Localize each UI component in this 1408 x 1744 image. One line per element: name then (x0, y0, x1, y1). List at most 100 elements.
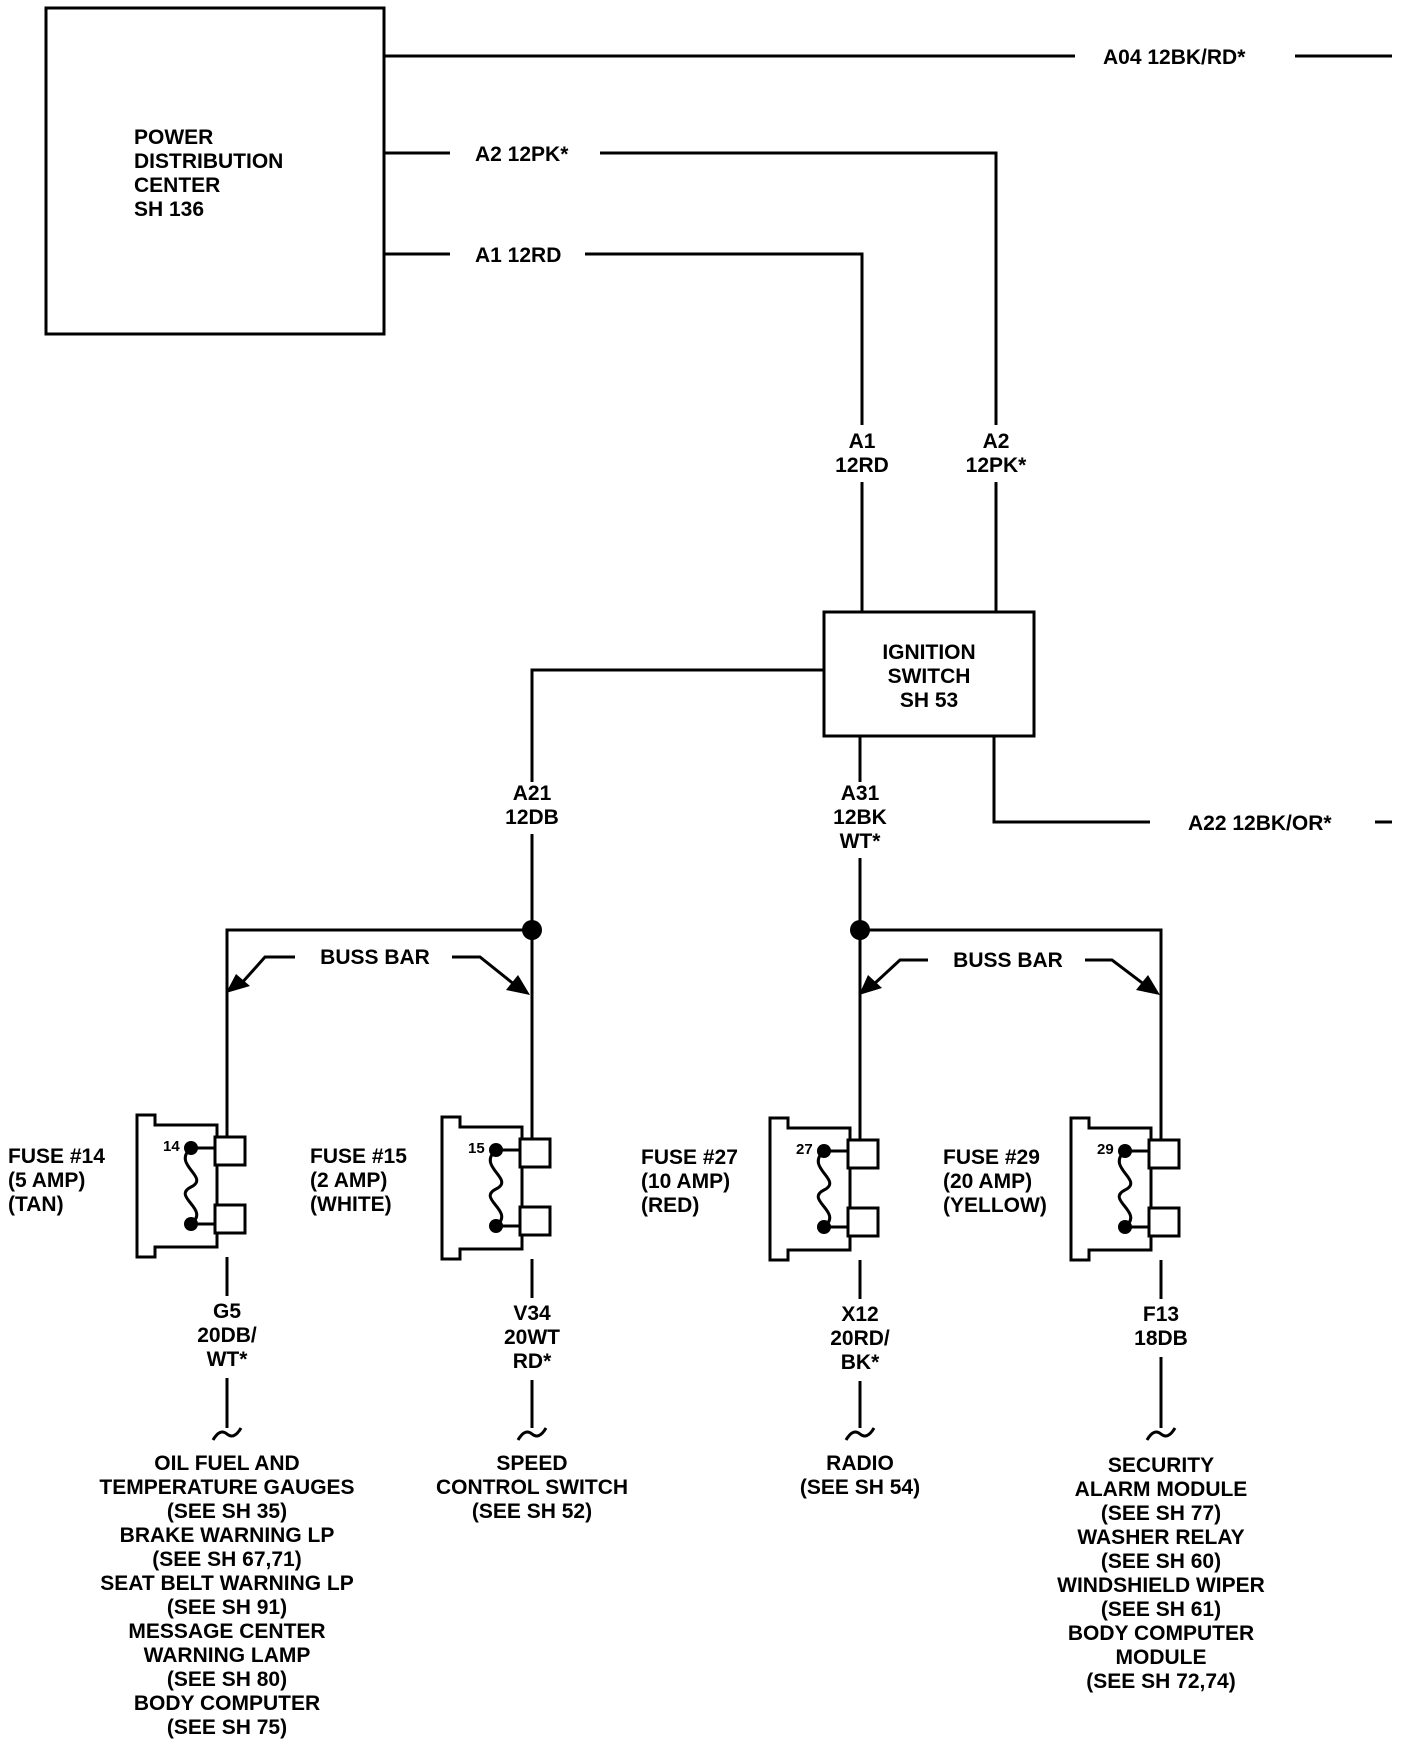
fuse-14-label-line-1: FUSE #14 (8, 1145, 105, 1168)
fuse-29-destination-line-8: BODY COMPUTER (1068, 1622, 1254, 1645)
fuse-15-destination-line-2: CONTROL SWITCH (436, 1476, 628, 1499)
fuse-14-output-wire-label-2: 20DB/ (197, 1324, 257, 1347)
fuse-27-element (816, 1149, 832, 1229)
buss-bar-right-arrow-a-head (859, 975, 882, 995)
fuse-14-destination-line-5: (SEE SH 67,71) (152, 1548, 301, 1571)
wire-a1-run (585, 252, 864, 425)
wire-a2-run (600, 151, 998, 425)
fuse-14-destination-line-11: BODY COMPUTER (134, 1692, 320, 1715)
fuse-15-body (440, 1115, 524, 1261)
fuse-29-number: 29 (1097, 1141, 1114, 1158)
fuse-27-terminal-bottom (846, 1206, 880, 1238)
fuse-29-destination-line-10: (SEE SH 72,74) (1086, 1670, 1235, 1693)
fuse-14-destination-line-1: OIL FUEL AND (154, 1452, 299, 1475)
fuse-15-output-wire-label-2: 20WT (504, 1326, 560, 1349)
pdc-label-line-2: DISTRIBUTION (134, 150, 283, 173)
wire-a2-v-label-1: A2 (983, 430, 1010, 453)
fuse-29-terminal-bottom (1147, 1206, 1181, 1238)
fuse-14-destination-line-7: (SEE SH 91) (167, 1596, 287, 1619)
buss-bar-right (860, 928, 1163, 1160)
power-distribution-center-box (44, 6, 386, 336)
fuse-27-output-wire-label-3: BK* (841, 1351, 880, 1374)
fuse-15-terminal-top (518, 1137, 552, 1169)
fuse-14-label-line-2: (5 AMP) (8, 1169, 85, 1192)
pdc-label-line-3: CENTER (134, 174, 220, 197)
fuse-15-label-line-2: (2 AMP) (310, 1169, 387, 1192)
fuse-29-wire-break-symbol (1145, 1427, 1177, 1441)
fuse-14-destination-line-4: BRAKE WARNING LP (120, 1524, 335, 1547)
fuse-14-element (183, 1146, 199, 1226)
ignition-switch-box (822, 610, 1036, 738)
fuse-15-terminal-bottom (518, 1205, 552, 1237)
fuse-29-destination-line-4: WASHER RELAY (1077, 1526, 1244, 1549)
fuse-14-label-line-3: (TAN) (8, 1193, 64, 1216)
fuse-14-terminal-bottom (213, 1203, 247, 1235)
buss-bar-right-label: BUSS BAR (953, 949, 1063, 972)
buss-bar-left (225, 928, 532, 1160)
fuse-29-destination-line-1: SECURITY (1108, 1454, 1214, 1477)
fuse-15-destination-line-1: SPEED (496, 1452, 567, 1475)
fuse-15-output-wire-label-1: V34 (513, 1302, 551, 1325)
fuse-14-destination-line-6: SEAT BELT WARNING LP (100, 1572, 354, 1595)
wire-a22 (992, 736, 1150, 824)
fuse-27-destination-line-2: (SEE SH 54) (800, 1476, 920, 1499)
wire-a21-label-2: 12DB (505, 806, 559, 829)
fuse-29-output-wire-label-1: F13 (1143, 1303, 1179, 1326)
fuse-27-label-line-3: (RED) (641, 1194, 699, 1217)
fuse-29-element (1117, 1149, 1133, 1229)
junction-dot-right (850, 920, 870, 940)
fuse-14-destination-line-12: (SEE SH 75) (167, 1716, 287, 1739)
buss-bar-left-arrow-b-line (452, 955, 516, 987)
fuse-27-number: 27 (796, 1141, 813, 1158)
buss-bar-left-arrow-b-head (506, 975, 530, 995)
wire-a1-v-label-1: A1 (849, 430, 876, 453)
fuse-27-output-wire-label-2: 20RD/ (830, 1327, 890, 1350)
buss-bar-left-arrow-a-line (238, 955, 295, 986)
fuse-14-output-wire-label-3: WT* (207, 1348, 249, 1371)
fuse-29-label-line-3: (YELLOW) (943, 1194, 1047, 1217)
fuse-29-label-line-2: (20 AMP) (943, 1170, 1032, 1193)
fuse-14-destination-line-9: WARNING LAMP (144, 1644, 311, 1667)
fuse-15-element (488, 1148, 504, 1228)
wire-a2-v-label-2: 12PK* (966, 454, 1028, 477)
fuse-14-number: 14 (163, 1138, 180, 1155)
wire-a31-label-3: WT* (840, 830, 882, 853)
fuse-15-label-line-1: FUSE #15 (310, 1145, 407, 1168)
fuse-15-wire-break-symbol (516, 1427, 548, 1441)
fuse-14-wire-break-symbol (211, 1427, 243, 1441)
buss-bar-right-arrow-b-line (1085, 958, 1146, 987)
wire-a31-label-2: 12BK (833, 806, 887, 829)
pdc-label-line-4: SH 136 (134, 198, 204, 221)
wire-a1-v-label-2: 12RD (835, 454, 889, 477)
buss-bar-left-label: BUSS BAR (320, 946, 430, 969)
fuse-27-body (768, 1116, 852, 1262)
wire-a1-top-label: A1 12RD (475, 244, 561, 267)
fuse-14-output-wire-label-1: G5 (213, 1300, 241, 1323)
fuse-14-destination-line-2: TEMPERATURE GAUGES (99, 1476, 354, 1499)
fuse-27-destination-line-1: RADIO (826, 1452, 894, 1475)
fuse-27-output-wire-label-1: X12 (841, 1303, 878, 1326)
ignition-label-line-2: SWITCH (888, 665, 971, 688)
fuse-29-destination-line-9: MODULE (1116, 1646, 1207, 1669)
fuse-15-destination-line-3: (SEE SH 52) (472, 1500, 592, 1523)
fuse-27-terminal-top (846, 1138, 880, 1170)
fuse-14-terminal-top (213, 1135, 247, 1167)
wire-a04-label: A04 12BK/RD* (1103, 46, 1246, 69)
fuse-15-number: 15 (468, 1140, 485, 1157)
fuse-29-destination-line-2: ALARM MODULE (1075, 1478, 1248, 1501)
fuse-15-label-line-3: (WHITE) (310, 1193, 392, 1216)
fuse-14-destination-line-3: (SEE SH 35) (167, 1500, 287, 1523)
fuse-29-label-line-1: FUSE #29 (943, 1146, 1040, 1169)
wire-a21-upper (530, 668, 824, 782)
wire-a2-top-label: A2 12PK* (475, 143, 569, 166)
fuse-14-destination-line-8: MESSAGE CENTER (128, 1620, 325, 1643)
fuse-29-terminal-top (1147, 1138, 1181, 1170)
wire-a21-label-1: A21 (513, 782, 552, 805)
wire-a22-label: A22 12BK/OR* (1188, 812, 1332, 835)
fuse-29-destination-line-5: (SEE SH 60) (1101, 1550, 1221, 1573)
ignition-label-line-3: SH 53 (900, 689, 958, 712)
pdc-label-line-1: POWER (134, 126, 213, 149)
fuse-29-output-wire-label-2: 18DB (1134, 1327, 1188, 1350)
